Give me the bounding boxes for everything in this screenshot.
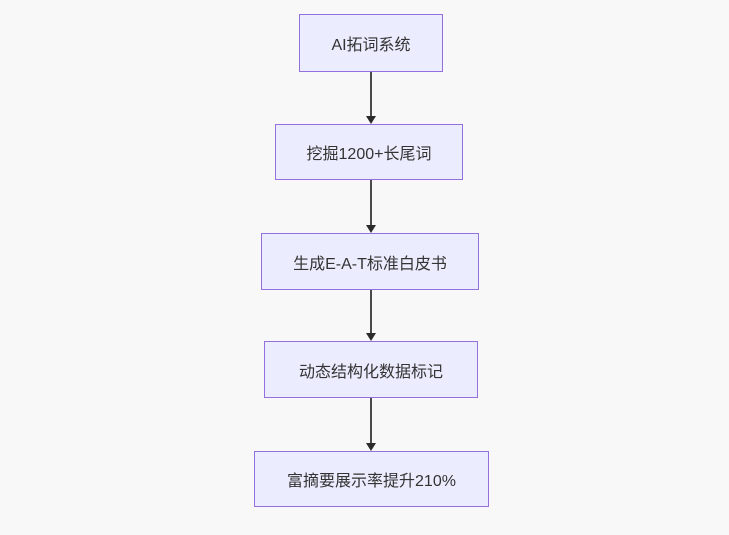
flow-edge-line-2 — [370, 180, 372, 225]
flow-node-structured-data-markup: 动态结构化数据标记 — [264, 341, 478, 398]
flow-node-ai-word-expansion: AI拓词系统 — [299, 14, 443, 72]
flow-node-label: 生成E-A-T标准白皮书 — [293, 255, 447, 273]
flow-node-label: 动态结构化数据标记 — [298, 363, 443, 381]
arrow-down-icon — [366, 225, 376, 233]
flow-edge-line-4 — [370, 398, 372, 443]
flow-node-longtail-mining: 挖掘1200+长尾词 — [275, 124, 463, 180]
arrow-down-icon — [366, 443, 376, 451]
flow-node-label: 富摘要展示率提升210% — [287, 473, 456, 490]
flow-edge-line-3 — [370, 290, 372, 333]
flow-node-label: 挖掘1200+长尾词 — [306, 146, 432, 163]
arrow-down-icon — [366, 333, 376, 341]
flow-node-label: AI拓词系统 — [331, 37, 411, 54]
flow-node-rich-snippet-uplift: 富摘要展示率提升210% — [254, 451, 489, 507]
flow-edge-line-1 — [370, 72, 372, 116]
flow-node-eat-whitepaper: 生成E-A-T标准白皮书 — [261, 233, 479, 290]
arrow-down-icon — [366, 116, 376, 124]
